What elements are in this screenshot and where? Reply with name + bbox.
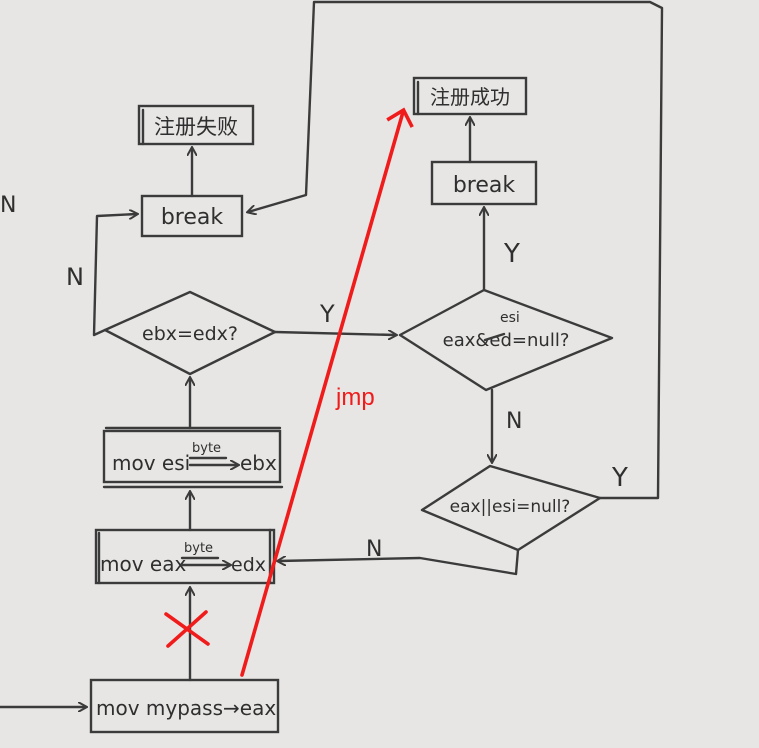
edge-label-n-left: N xyxy=(66,263,84,291)
n-branch-to-break xyxy=(92,214,137,337)
connectors xyxy=(0,0,664,707)
decision-eax-and-label: eax&ed=null? xyxy=(443,330,570,351)
jmp-annotation: jmp xyxy=(240,107,414,677)
mov-mypass-label: mov mypass→eax xyxy=(96,696,276,720)
mov-eax-box: mov eax byte edx xyxy=(94,528,276,585)
decision-ebx-edx: ebx=edx? xyxy=(103,290,277,376)
break-right-box: break xyxy=(430,160,538,206)
mov-esi-byte-label: byte xyxy=(192,441,221,456)
mov-eax-label: mov eax xyxy=(100,552,186,576)
or-n-to-mov-eax xyxy=(278,548,520,576)
or-y-loop-to-break xyxy=(248,0,664,500)
mov-eax-target-label: edx xyxy=(231,554,266,576)
edge-label-y-right-break: Y xyxy=(503,239,520,269)
mov-mypass-box: mov mypass→eax xyxy=(89,678,280,734)
mov-esi-target-label: ebx xyxy=(240,451,277,475)
reg-success-label: 注册成功 xyxy=(430,85,510,109)
mov-esi-box: mov esi byte ebx xyxy=(102,426,284,489)
decision-eax-or-label: eax||esi=null? xyxy=(450,497,571,517)
y-branch-to-and xyxy=(273,332,396,335)
decision-eax-or-esi: eax||esi=null? xyxy=(420,464,602,552)
break-left-box: break xyxy=(140,194,244,238)
edge-label-y-top: Y xyxy=(319,300,335,328)
reg-fail-label: 注册失败 xyxy=(154,115,238,139)
reg-success-box: 注册成功 xyxy=(412,76,528,116)
decision-eax-and-correction: esi xyxy=(500,310,520,326)
reg-fail-box: 注册失败 xyxy=(137,104,255,146)
cross-mark xyxy=(164,610,210,648)
break-left-label: break xyxy=(161,205,224,230)
decision-ebx-edx-label: ebx=edx? xyxy=(142,323,238,345)
edge-label-n-mid: N xyxy=(506,409,522,434)
margin-mark: N xyxy=(0,193,16,218)
jmp-red-arrow xyxy=(240,107,414,677)
jmp-label: jmp xyxy=(335,384,375,411)
edge-label-y-loop: Y xyxy=(611,463,628,493)
break-right-label: break xyxy=(453,173,516,198)
mov-esi-label: mov esi xyxy=(112,451,190,475)
edge-label-n-bottom: N xyxy=(366,537,382,562)
mov-eax-byte-label: byte xyxy=(184,541,213,556)
decision-eax-and-esi: eax&ed=null? esi xyxy=(398,288,614,392)
